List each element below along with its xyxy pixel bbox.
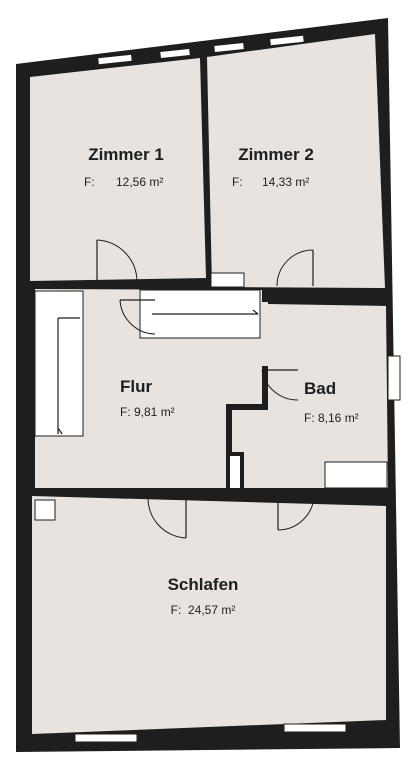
area-label-bad: F: 8,16 m² xyxy=(304,411,359,425)
room-name-zimmer-1: Zimmer 1 xyxy=(88,145,164,164)
area-value-zimmer-1: 12,56 m² xyxy=(116,175,163,189)
staircase xyxy=(34,290,84,437)
room-bad-floor xyxy=(232,304,388,488)
area-prefix-zimmer-1: F: xyxy=(84,175,95,189)
area-prefix-zimmer-2: F: xyxy=(232,175,243,189)
chimney-box xyxy=(34,499,56,521)
room-name-bad: Bad xyxy=(304,379,336,398)
corridor-stair xyxy=(139,289,261,339)
room-schlafen-floor xyxy=(32,496,386,734)
fixture-box xyxy=(210,272,245,288)
room-zimmer-1-floor xyxy=(30,58,206,281)
room-flur-floor xyxy=(35,289,268,488)
room-name-flur: Flur xyxy=(120,377,152,396)
room-zimmer-2-floor xyxy=(207,34,385,288)
area-value-zimmer-2: 14,33 m² xyxy=(262,175,309,189)
shaft-inner xyxy=(230,456,240,488)
area-label-schlafen: F: 24,57 m² xyxy=(171,603,236,617)
bathtub-fixture xyxy=(324,461,388,489)
area-label-flur: F: 9,81 m² xyxy=(120,405,175,419)
windows xyxy=(74,34,401,743)
room-name-schlafen: Schlafen xyxy=(168,575,239,594)
doors xyxy=(96,239,315,539)
room-name-zimmer-2: Zimmer 2 xyxy=(238,145,314,164)
